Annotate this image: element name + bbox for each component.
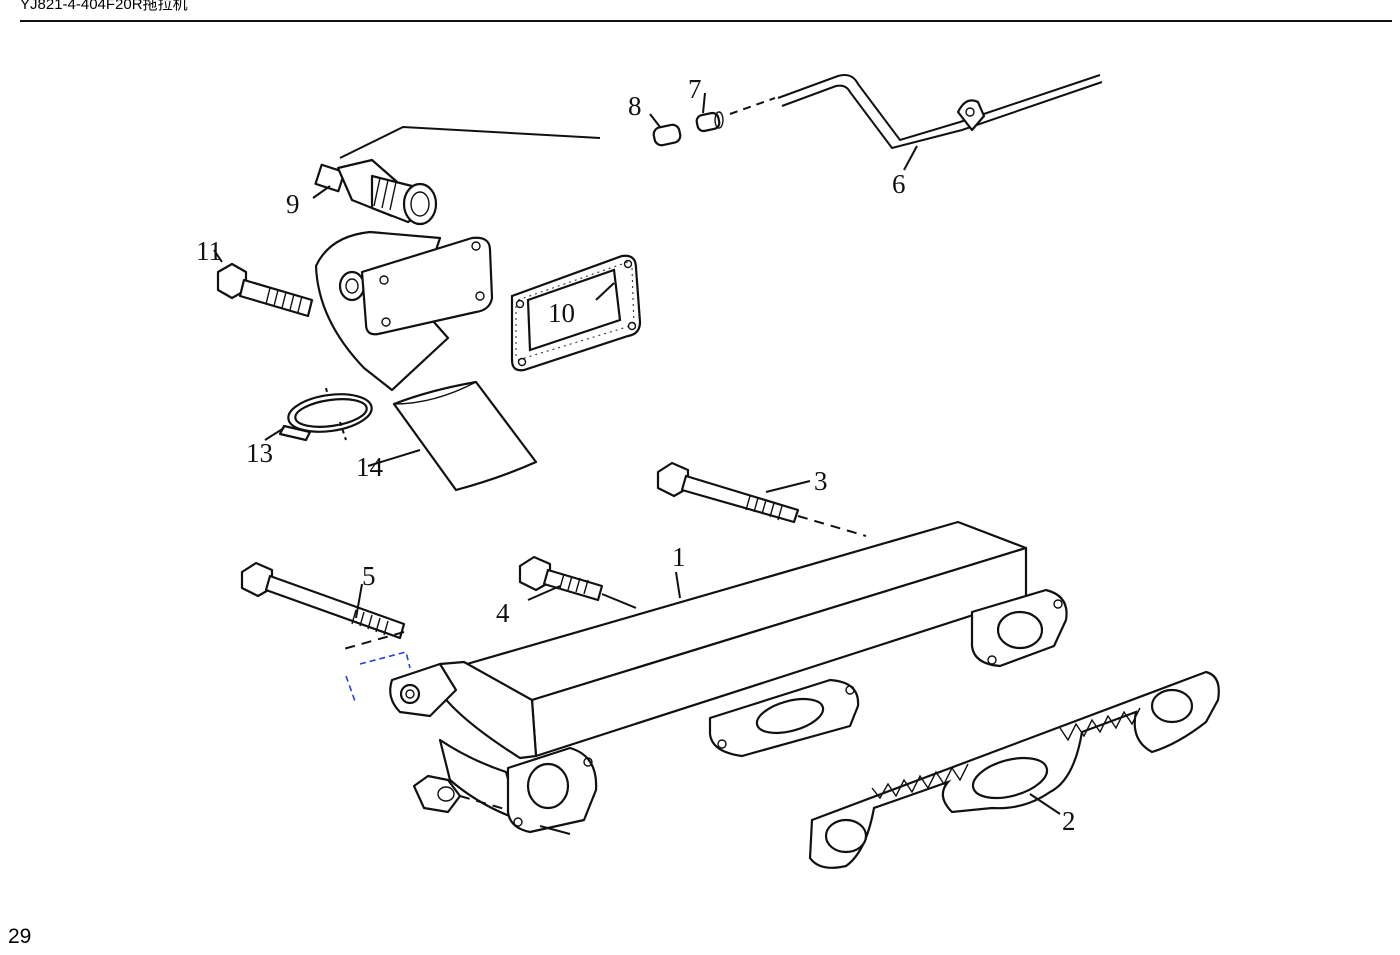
callout-2: 2 <box>1062 806 1076 836</box>
part-4-bolt <box>518 555 637 609</box>
callout-5: 5 <box>362 561 376 591</box>
callout-11: 11 <box>196 236 222 266</box>
callout-1: 1 <box>672 542 686 572</box>
callout-13: 13 <box>246 438 273 468</box>
callout-8: 8 <box>628 91 642 121</box>
part-1-exhaust-manifold <box>389 520 1068 835</box>
callout-14: 14 <box>356 452 384 482</box>
page-header: YJ821-4-404F20R拖拉机 <box>20 0 188 13</box>
part-8-sleeve <box>649 113 682 147</box>
part-2-manifold-gasket <box>808 670 1220 869</box>
part-6-pipe <box>729 74 1103 171</box>
callout-7: 7 <box>688 74 702 104</box>
part-11-bolt <box>213 249 314 318</box>
part-3-bolt <box>656 461 867 537</box>
part-10-gasket <box>510 254 642 372</box>
callout-10: 10 <box>548 298 575 328</box>
header-rule <box>20 20 1392 22</box>
page-number: 29 <box>8 925 32 948</box>
part-14-hose <box>367 380 538 492</box>
part-9-sensor <box>312 125 601 226</box>
callout-6: 6 <box>892 169 906 199</box>
elbow-housing <box>314 230 494 392</box>
part-5-bolt <box>240 561 411 705</box>
callout-9: 9 <box>286 189 300 219</box>
part-13-clamp <box>264 387 373 442</box>
callout-labels: 1 2 3 4 5 6 7 8 9 10 11 13 14 <box>196 74 1076 836</box>
callout-3: 3 <box>814 466 828 496</box>
callout-4: 4 <box>496 598 510 628</box>
part-7-fitting <box>695 92 724 133</box>
